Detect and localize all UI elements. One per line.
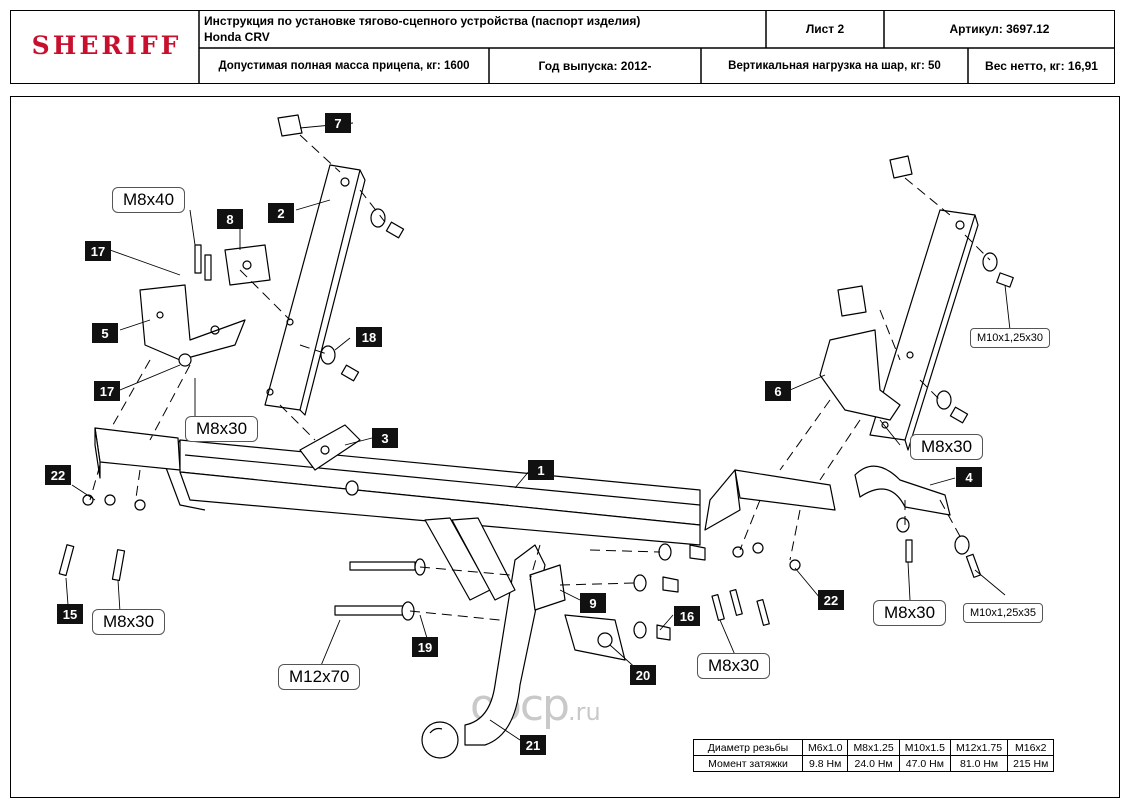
part-label-5: 5 <box>92 323 118 343</box>
torque-value-cell: 24.0 Нм <box>847 755 900 772</box>
washers <box>82 208 998 571</box>
thread-size-cell: M6x1.0 <box>801 739 849 756</box>
torque-value-cell: 215 Нм <box>1007 755 1055 772</box>
bracket-5 <box>139 284 246 361</box>
part-label-22-left: 22 <box>45 465 71 485</box>
plate-3 <box>299 424 361 471</box>
part-label-4: 4 <box>956 467 982 487</box>
small-bolts <box>58 221 1014 626</box>
sheriff-logo: SHERIFF <box>31 30 182 60</box>
torque-header-cell: Момент затяжки <box>693 755 803 772</box>
part-label-18: 18 <box>356 327 382 347</box>
callout-m8x40: M8x40 <box>112 187 186 213</box>
right-end-plate <box>734 469 836 511</box>
doc-title-line1: Инструкция по установке тягово-сцепного … <box>204 14 641 28</box>
part-label-17-bottom: 17 <box>94 381 120 401</box>
callout-m8x30-right-lower: M8x30 <box>873 600 947 626</box>
callout-m10x125x35: M10x1,25x35 <box>963 603 1044 623</box>
part-label-19: 19 <box>412 637 438 657</box>
sheet-number: Лист 2 <box>805 22 845 36</box>
callout-m8x30-center: M8x30 <box>697 653 771 679</box>
callout-m10x125x30: M10x1,25x30 <box>970 328 1051 348</box>
title-block-grid <box>198 10 1115 84</box>
part-label-20: 20 <box>630 665 656 685</box>
torque-value-cell: 81.0 Нм <box>949 755 1009 772</box>
part-label-3: 3 <box>372 428 398 448</box>
title-block <box>10 10 1115 84</box>
part-label-6: 6 <box>765 381 791 401</box>
thread-size-cell: M8x1.25 <box>847 739 900 756</box>
callout-m8x30-left-upper: M8x30 <box>185 416 259 442</box>
part-label-7: 7 <box>325 113 351 133</box>
plate-9 <box>529 564 566 611</box>
plate-8 <box>224 244 271 286</box>
callout-m8x30-right-upper: M8x30 <box>910 434 984 460</box>
torque-table: Диаметр резьбы M6x1.0 M8x1.25 M10x1.5 M1… <box>693 739 1055 772</box>
part-label-2: 2 <box>268 203 294 223</box>
drawing-frame <box>10 96 1120 798</box>
ball-mount <box>421 544 546 759</box>
thread-size-cell: M12x1.75 <box>949 739 1009 756</box>
part-label-22-mid: 22 <box>818 590 844 610</box>
max-trailer-mass: Допустимая полная масса прицепа, кг: 160… <box>218 60 470 72</box>
torque-value-cell: 9.8 Нм <box>801 755 849 772</box>
net-weight: Вес нетто, кг: 16,91 <box>985 59 1098 73</box>
table-row: Диаметр резьбы M6x1.0 M8x1.25 M10x1.5 M1… <box>693 739 1055 756</box>
part-label-15: 15 <box>57 604 83 624</box>
part-label-16: 16 <box>674 606 700 626</box>
part-label-21: 21 <box>520 735 546 755</box>
callout-m12x70: M12x70 <box>278 664 361 690</box>
torque-header-cell: Диаметр резьбы <box>693 739 803 756</box>
callout-m8x30-left-lower: M8x30 <box>92 609 166 635</box>
left-end-plate <box>94 427 181 471</box>
socket-plate-20 <box>564 614 626 661</box>
part-label-8: 8 <box>217 209 243 229</box>
part-label-1: 1 <box>528 460 554 480</box>
thread-size-cell: M10x1.5 <box>898 739 952 756</box>
vertical-load: Вертикальная нагрузка на шар, кг: 50 <box>728 60 941 72</box>
part-label-17-top: 17 <box>85 241 111 261</box>
bracket-4 <box>854 465 951 516</box>
torque-value-cell: 47.0 Нм <box>898 755 952 772</box>
thread-size-cell: M16x2 <box>1007 739 1055 756</box>
doc-title-line2: Honda CRV <box>204 30 270 44</box>
production-year: Год выпуска: 2012- <box>538 59 652 73</box>
table-row: Момент затяжки 9.8 Нм 24.0 Нм 47.0 Нм 81… <box>693 755 1055 772</box>
bracket-6 <box>819 329 901 421</box>
part-label-9: 9 <box>580 593 606 613</box>
article-number: Артикул: 3697.12 <box>949 22 1050 36</box>
